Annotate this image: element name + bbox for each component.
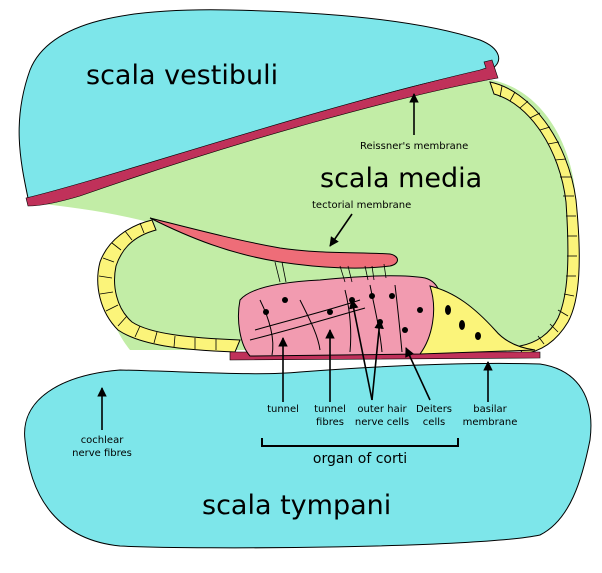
deiters-cells-label-line2: cells [422, 417, 446, 428]
tectorial-membrane-label: tectorial membrane [312, 200, 412, 211]
spiral-ligament-cell-walls [499, 85, 577, 345]
organ-of-corti-bracket [261, 438, 459, 447]
label-arrows [97, 93, 493, 430]
tunnel-fibres-label-line1: tunnel [314, 404, 346, 415]
scala-media-region [35, 80, 578, 350]
tunnel-label: tunnel [267, 404, 299, 415]
reissners-membrane [25, 59, 499, 207]
tunnel-fibres-label-line2: fibres [316, 417, 344, 428]
limbus-cell-walls [98, 222, 217, 350]
scala-tympani-label: scala tympani [202, 490, 392, 521]
deiters-cells-label-line1: Deiters [415, 404, 453, 415]
organ-of-corti-label: organ of corti [312, 451, 408, 467]
hensen-cells [418, 285, 536, 355]
basilar-membrane-label-line1: basilar [473, 404, 507, 415]
tectorial-membrane [149, 217, 398, 269]
scala-media-label: scala media [320, 163, 483, 194]
reissners-membrane-label: Reissner's membrane [360, 141, 469, 152]
hair-cell-stereocilia [274, 261, 387, 283]
cochlear-nerve-fibres-label-line1: cochlear [80, 435, 124, 446]
organ-of-corti-body [237, 275, 443, 357]
outer-hair-nerve-cells-label-line1: outer hair [357, 404, 407, 415]
hensen-cell-nuclei [445, 305, 481, 340]
basilar-membrane-label-line2: membrane [462, 417, 518, 428]
scala-vestibuli-label: scala vestibuli [86, 60, 279, 91]
outer-hair-nerve-cells-label-line2: nerve cells [354, 417, 410, 428]
scala-tympani-region [24, 362, 592, 549]
cochlear-nerve-fibres-label-line2: nerve fibres [72, 448, 132, 459]
